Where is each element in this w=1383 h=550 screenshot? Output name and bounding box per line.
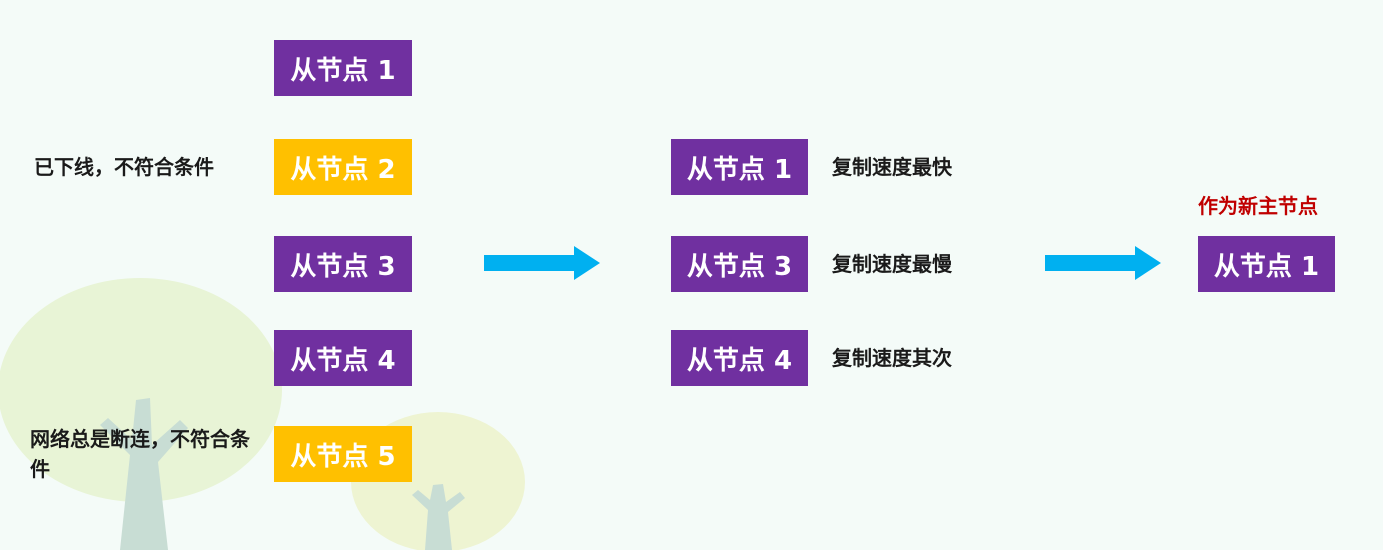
- right-arrow-icon: [484, 246, 600, 280]
- middle-node-3: 从节点 3: [671, 236, 808, 292]
- middle-note-slowest: 复制速度最慢: [832, 252, 952, 276]
- middle-node-4: 从节点 4: [671, 330, 808, 386]
- middle-note-fastest: 复制速度最快: [832, 155, 952, 179]
- left-node-1: 从节点 1: [274, 40, 412, 96]
- middle-node-1: 从节点 1: [671, 139, 808, 195]
- left-note-network: 网络总是断连，不符合条件: [30, 427, 250, 481]
- left-note-offline: 已下线，不符合条件: [34, 155, 214, 179]
- new-master-caption: 作为新主节点: [1198, 194, 1318, 218]
- result-node-1: 从节点 1: [1198, 236, 1335, 292]
- middle-note-second: 复制速度其次: [832, 346, 952, 370]
- left-node-5: 从节点 5: [274, 426, 412, 482]
- left-node-4: 从节点 4: [274, 330, 412, 386]
- right-arrow-icon: [1045, 246, 1161, 280]
- left-node-3: 从节点 3: [274, 236, 412, 292]
- left-node-2: 从节点 2: [274, 139, 412, 195]
